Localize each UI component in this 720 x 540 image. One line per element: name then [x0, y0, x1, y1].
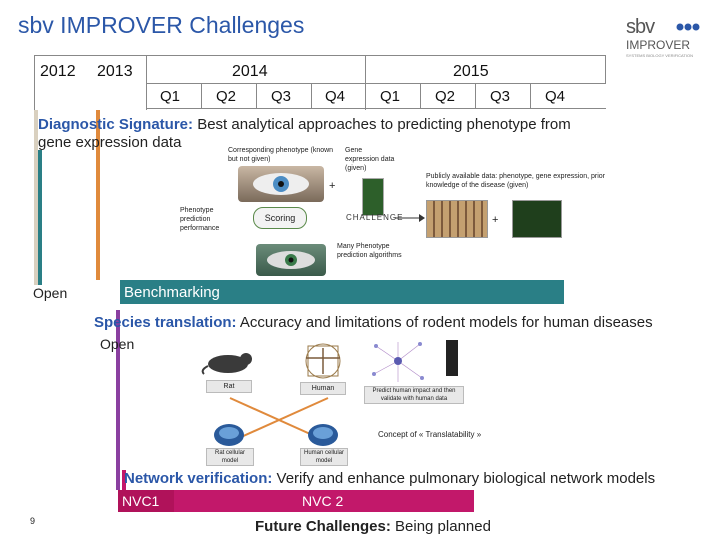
quarter-label: Q3 — [271, 88, 291, 105]
bar-benchmark — [38, 150, 42, 285]
rat-cellular-label: Rat cellular model — [206, 448, 254, 466]
timeline-bottom-line — [146, 108, 606, 109]
logo-improver: IMPROVER — [626, 38, 690, 52]
nvc2-label: NVC 2 — [302, 493, 343, 509]
timeline-divider — [201, 83, 202, 109]
plus-sign: + — [329, 180, 335, 192]
eye-icon — [256, 244, 326, 276]
publicly-available-label: Publicly available data: phenotype, gene… — [426, 172, 616, 190]
timeline-divider — [420, 83, 421, 109]
nvc1-bar: NVC1 — [118, 490, 174, 512]
benchmarking-label: Benchmarking — [124, 284, 220, 301]
quarter-label: Q1 — [380, 88, 400, 105]
quarter-label: Q2 — [435, 88, 455, 105]
nvc2-bar: NVC 2 — [174, 490, 474, 512]
species-status: Open — [100, 336, 134, 352]
timeline-divider — [34, 55, 35, 110]
future-title-bold: Future Challenges: — [255, 518, 391, 535]
year-2012: 2012 — [40, 63, 76, 81]
network-title-rest: Verify and enhance pulmonary biological … — [272, 470, 655, 487]
benchmarking-bar: Benchmarking — [120, 280, 564, 304]
timeline-divider — [530, 83, 531, 109]
year-2014: 2014 — [232, 63, 268, 81]
network-graph-icon — [368, 338, 428, 384]
eye-image-bottom — [256, 244, 326, 276]
diagnostic-status: Open — [33, 285, 67, 301]
future-heading: Future Challenges: Being planned — [255, 518, 491, 535]
species-title-bold: Species translation: — [94, 314, 237, 331]
page-number: 9 — [30, 516, 35, 526]
rat-icon — [200, 348, 260, 376]
corresponding-phenotype-label: Corresponding phenotype (known but not g… — [228, 146, 338, 164]
timeline-divider — [256, 83, 257, 109]
quarter-label: Q3 — [490, 88, 510, 105]
human-dish-icon — [306, 422, 340, 448]
logo-dots-icon — [676, 20, 700, 34]
timeline-divider — [311, 83, 312, 109]
diagnostic-title-rest: Best analytical approaches to predicting… — [193, 116, 571, 133]
logo-sbv: sbv — [626, 16, 654, 39]
scoring-bubble: Scoring — [253, 207, 307, 229]
quarter-label: Q2 — [216, 88, 236, 105]
timeline-top-line — [34, 55, 606, 56]
faces-grid-image — [426, 200, 488, 238]
timeline-divider — [475, 83, 476, 109]
future-title-rest: Being planned — [391, 518, 491, 535]
page-title: sbv IMPROVER Challenges — [18, 12, 304, 39]
many-phenotype-label: Many Phenotype prediction algorithms — [337, 242, 407, 260]
diagnostic-title-bold: Diagnostic Signature: — [38, 116, 193, 133]
vitruvian-icon — [300, 342, 346, 380]
diagnostic-heading-line2: gene expression data — [38, 134, 181, 151]
microarray-stack-image — [512, 200, 562, 238]
predict-label: Predict human impact and then validate w… — [364, 386, 464, 404]
network-title-bold: Network verification: — [124, 470, 272, 487]
rat-dish-icon — [212, 422, 246, 448]
eye-icon — [238, 166, 324, 202]
quarter-label: Q4 — [325, 88, 345, 105]
arrow-right-icon — [395, 212, 425, 224]
diagnostic-heading: Diagnostic Signature: Best analytical ap… — [38, 116, 638, 133]
gene-expression-label: Gene expression data (given) — [345, 146, 395, 173]
timeline-mid-line — [146, 83, 606, 84]
eye-image-top — [238, 166, 324, 202]
microarray-image — [362, 178, 384, 216]
data-strip-image — [446, 340, 458, 376]
plus-sign: + — [492, 214, 498, 226]
concept-label: Concept of « Translatability » — [378, 430, 481, 439]
timeline-divider — [605, 55, 606, 83]
network-heading: Network verification: Verify and enhance… — [124, 470, 716, 487]
species-title-rest: Accuracy and limitations of rodent model… — [237, 314, 653, 331]
quarter-label: Q4 — [545, 88, 565, 105]
year-2015: 2015 — [453, 63, 489, 81]
logo-tagline: SYSTEMS BIOLOGY VERIFICATION — [626, 53, 693, 58]
sbv-logo: sbv IMPROVER SYSTEMS BIOLOGY VERIFICATIO… — [622, 16, 700, 64]
human-cellular-label: Human cellular model — [300, 448, 348, 466]
year-2013: 2013 — [97, 63, 133, 81]
phenotype-prediction-label: Phenotype prediction performance — [180, 206, 240, 233]
quarter-label: Q1 — [160, 88, 180, 105]
species-heading: Species translation: Accuracy and limita… — [94, 314, 714, 331]
nvc1-label: NVC1 — [122, 493, 159, 509]
